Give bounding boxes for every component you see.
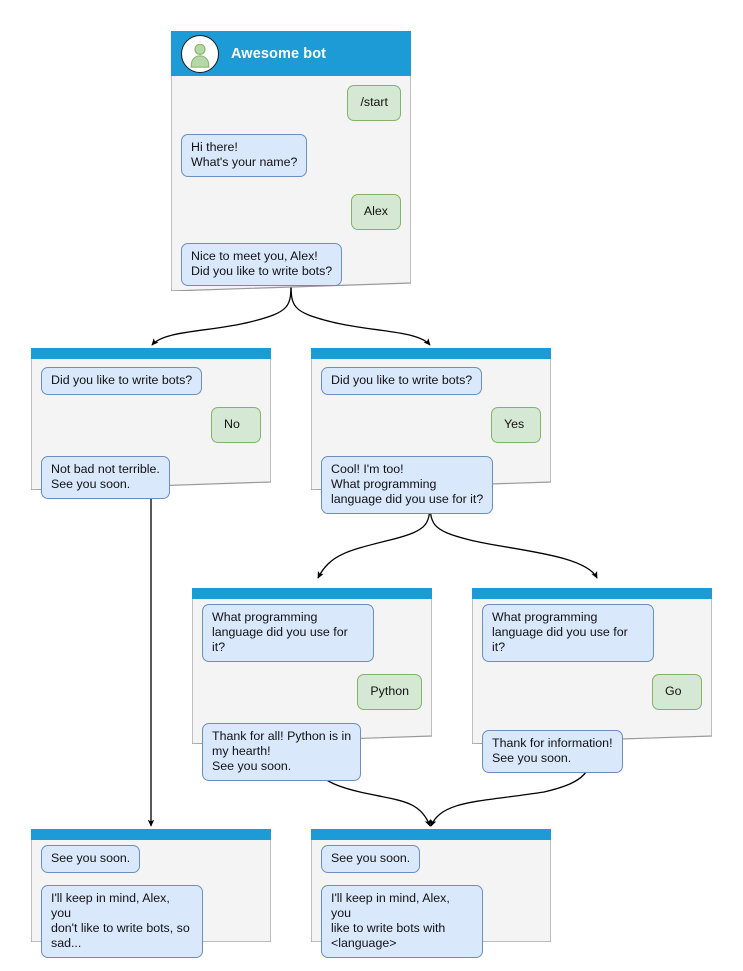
message-bot[interactable]: See you soon.: [41, 845, 261, 873]
chat-node-python-branch[interactable]: What programming language did you use fo…: [192, 588, 432, 781]
node-titlebar: Awesome bot: [171, 31, 411, 76]
message-bot[interactable]: I'll keep in mind, Alex, you like to wri…: [321, 885, 541, 958]
node-titlebar: [31, 829, 271, 840]
message-list: Did you like to write bots? Yes Cool! I'…: [311, 359, 551, 514]
message-bot[interactable]: Thank for all! Python is in my hearth! S…: [202, 723, 422, 781]
node-title: Awesome bot: [231, 45, 327, 62]
message-user[interactable]: /start: [181, 85, 401, 121]
message-bubble: Yes: [491, 407, 541, 443]
chat-node-root[interactable]: Awesome bot /start Hi there! What's your…: [171, 31, 411, 291]
message-bot[interactable]: What programming language did you use fo…: [202, 604, 422, 662]
message-user[interactable]: No: [41, 407, 261, 443]
node-titlebar: [311, 348, 551, 359]
message-list: See you soon. I'll keep in mind, Alex, y…: [311, 840, 551, 958]
message-bot[interactable]: What programming language did you use fo…: [482, 604, 702, 662]
message-bubble: What programming language did you use fo…: [202, 604, 374, 662]
message-bot[interactable]: Hi there! What's your name?: [181, 134, 401, 177]
chat-node-no-branch[interactable]: Did you like to write bots? No Not bad n…: [31, 348, 271, 499]
message-bubble: Alex: [350, 194, 401, 230]
message-user[interactable]: Go: [482, 674, 702, 710]
message-bot[interactable]: See you soon.: [321, 845, 541, 873]
chat-node-end-yes[interactable]: See you soon. I'll keep in mind, Alex, y…: [311, 829, 551, 958]
node-titlebar: [31, 348, 271, 359]
message-bubble: What programming language did you use fo…: [482, 604, 654, 662]
message-bubble: Hi there! What's your name?: [181, 134, 308, 177]
person-avatar-icon: [181, 34, 219, 73]
chat-node-end-no[interactable]: See you soon. I'll keep in mind, Alex, y…: [31, 829, 271, 958]
message-bot[interactable]: Did you like to write bots?: [321, 367, 541, 395]
message-bubble: I'll keep in mind, Alex, you don't like …: [41, 885, 203, 958]
message-bubble: Thank for all! Python is in my hearth! S…: [202, 723, 362, 781]
message-bot[interactable]: Thank for information! See you soon.: [482, 730, 702, 773]
message-bubble: /start: [347, 85, 401, 121]
node-titlebar: [192, 588, 432, 599]
message-bubble: Nice to meet you, Alex! Did you like to …: [181, 243, 343, 286]
message-bot[interactable]: Not bad not terrible. See you soon.: [41, 456, 261, 499]
node-titlebar: [472, 588, 712, 599]
message-bubble: Did you like to write bots?: [41, 367, 203, 395]
message-bot[interactable]: Cool! I'm too! What programming language…: [321, 456, 541, 514]
message-bubble: See you soon.: [321, 845, 421, 873]
message-bubble: Not bad not terrible. See you soon.: [41, 456, 170, 499]
message-bubble: Did you like to write bots?: [321, 367, 483, 395]
message-bubble: I'll keep in mind, Alex, you like to wri…: [321, 885, 483, 958]
message-list: What programming language did you use fo…: [472, 599, 712, 773]
message-bubble: Thank for information! See you soon.: [482, 730, 623, 773]
chat-node-go-branch[interactable]: What programming language did you use fo…: [472, 588, 712, 773]
message-bubble: Cool! I'm too! What programming language…: [321, 456, 494, 514]
message-list: Did you like to write bots? No Not bad n…: [31, 359, 271, 499]
message-bot[interactable]: Did you like to write bots?: [41, 367, 261, 395]
message-user[interactable]: Yes: [321, 407, 541, 443]
message-bot[interactable]: Nice to meet you, Alex! Did you like to …: [181, 243, 401, 286]
message-user[interactable]: Python: [202, 674, 422, 710]
message-user[interactable]: Alex: [181, 194, 401, 230]
message-bubble: See you soon.: [41, 845, 141, 873]
message-bubble: Go: [652, 674, 702, 710]
node-titlebar: [311, 829, 551, 840]
message-bot[interactable]: I'll keep in mind, Alex, you don't like …: [41, 885, 261, 958]
chat-node-yes-branch[interactable]: Did you like to write bots? Yes Cool! I'…: [311, 348, 551, 514]
message-list: /start Hi there! What's your name? Alex …: [171, 76, 411, 286]
message-bubble: No: [211, 407, 261, 443]
message-bubble: Python: [357, 674, 422, 710]
message-list: See you soon. I'll keep in mind, Alex, y…: [31, 840, 271, 958]
message-list: What programming language did you use fo…: [192, 599, 432, 781]
